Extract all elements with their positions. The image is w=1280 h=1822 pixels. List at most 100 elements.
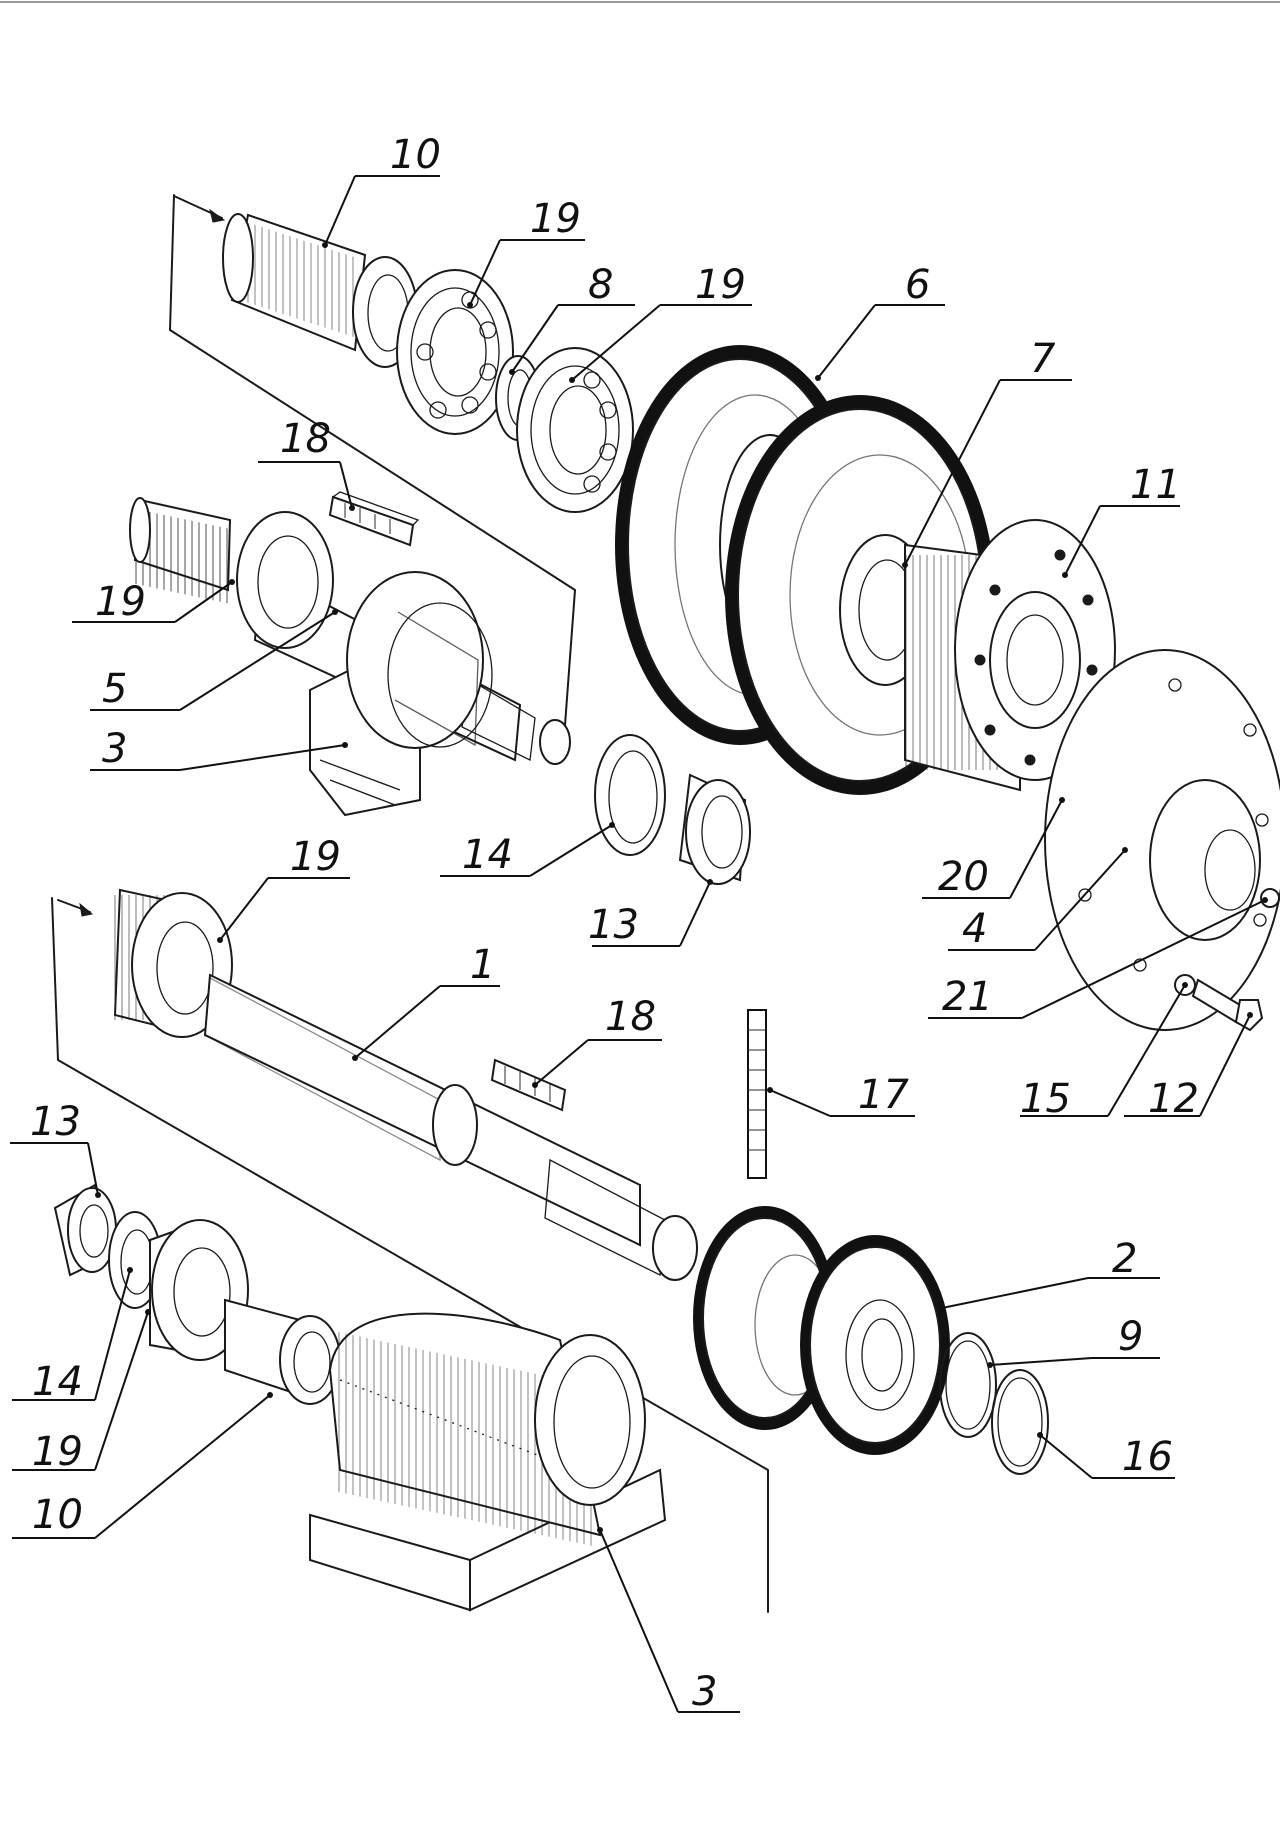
shaft-part-1 (203, 973, 698, 1281)
callout-leader (339, 461, 353, 509)
callout-c14b: 14 (12, 1267, 133, 1405)
callout-c10b: 10 (12, 1392, 273, 1539)
bearing-part-19-a (396, 269, 514, 435)
callout-leader (324, 175, 356, 246)
chain-part-17 (747, 1009, 767, 1179)
callout-c13a: 13 (588, 879, 713, 948)
callout-leader (94, 1269, 131, 1401)
callout-dot (332, 609, 338, 615)
callout-dot (349, 505, 355, 511)
callout-dot (902, 562, 908, 568)
callout-leader (354, 985, 441, 1059)
callout-dot (352, 1055, 358, 1061)
callout-number: 1 (470, 942, 495, 988)
callout-dot (322, 242, 328, 248)
callout-number: 17 (858, 1072, 909, 1118)
callout-dot (1122, 847, 1128, 853)
callout-number: 9 (1118, 1314, 1143, 1360)
callout-dot (1262, 897, 1268, 903)
callout-number: 2 (1112, 1236, 1137, 1282)
callout-dot (127, 1267, 133, 1273)
bearing-part-19-b (516, 347, 634, 513)
callout-c18b: 18 (532, 994, 662, 1088)
callout-leader (511, 304, 559, 373)
callout-number: 4 (962, 906, 987, 952)
upper-plane-outline (169, 194, 576, 726)
callout-dot (1182, 982, 1188, 988)
callout-number: 19 (290, 834, 341, 880)
callout-leader (219, 877, 269, 941)
callout-c1: 1 (352, 942, 500, 1061)
callout-c19c: 19 (72, 579, 235, 625)
callout-number: 5 (102, 666, 127, 712)
callout-dot (509, 369, 515, 375)
callout-number: 14 (462, 832, 513, 878)
callout-c4: 4 (948, 847, 1128, 952)
bearing-part-19-c (236, 511, 334, 649)
callout-leader (179, 744, 346, 771)
callout-number: 3 (692, 1669, 717, 1715)
callout-leader (94, 1394, 271, 1539)
callout-number: 19 (530, 196, 581, 242)
callout-dot (987, 1362, 993, 1368)
callout-dot (815, 375, 821, 381)
hub-part-11 (904, 519, 1116, 792)
callout-number: 8 (588, 262, 613, 308)
callout-number: 19 (695, 262, 746, 308)
callout-c6: 6 (815, 262, 945, 381)
callout-dot (229, 579, 235, 585)
callout-c20: 20 (922, 797, 1065, 900)
housing-part-3-lower (309, 1312, 667, 1612)
callout-dot (95, 1192, 101, 1198)
callout-c12: 12 (1124, 1012, 1253, 1122)
key-part-18-upper (328, 491, 420, 547)
lockwasher-part-14-upper (594, 734, 666, 856)
sprocket-part-2 (693, 1206, 950, 1455)
callout-leader (769, 1089, 831, 1117)
callout-c15: 15 (1020, 982, 1188, 1122)
callout-number: 12 (1148, 1076, 1199, 1122)
callout-c8: 8 (509, 262, 635, 375)
nut-part-13-lower (53, 1183, 117, 1277)
callout-c11: 11 (1062, 462, 1181, 578)
lower-arrow-head (79, 902, 94, 917)
callout-c19b: 19 (569, 262, 752, 383)
callout-dot (609, 822, 615, 828)
callout-leader (989, 1357, 1093, 1366)
ring-part-9 (939, 1332, 997, 1438)
callout-leader (94, 1311, 149, 1471)
sleeve-part-10-lower (224, 1298, 341, 1405)
callout-number: 19 (95, 579, 146, 625)
callout-number: 13 (588, 902, 639, 948)
callout-leader (1009, 799, 1063, 899)
callout-c16: 16 (1037, 1432, 1175, 1480)
callout-c21: 21 (928, 897, 1268, 1020)
callout-c2: 2 (939, 1236, 1160, 1311)
callout-c19e: 19 (12, 1309, 151, 1475)
callout-number: 10 (32, 1492, 83, 1538)
callout-number: 11 (1130, 462, 1181, 508)
callout-dot (707, 879, 713, 885)
callout-number: 16 (1122, 1434, 1173, 1480)
callout-dot (939, 1305, 945, 1311)
callout-c14a: 14 (440, 822, 615, 878)
callout-leader (1064, 505, 1101, 576)
callout-leader (1034, 849, 1126, 951)
bearing-part-19-e (149, 1219, 249, 1361)
housing-part-3-upper (309, 571, 493, 817)
callout-leader (469, 239, 501, 306)
callout-dot (767, 1087, 773, 1093)
callout-dot (1062, 572, 1068, 578)
callout-leader (817, 304, 876, 379)
callout-leader (179, 611, 336, 711)
callout-c7: 7 (902, 336, 1072, 568)
callout-dot (145, 1309, 151, 1315)
callout-leader (679, 881, 711, 947)
callout-leader (1199, 1014, 1251, 1117)
callout-number: 18 (605, 994, 656, 1040)
callout-dot (342, 742, 348, 748)
callout-dot (597, 1527, 603, 1533)
callout-number: 7 (1030, 336, 1056, 382)
callout-leader (904, 379, 1001, 566)
